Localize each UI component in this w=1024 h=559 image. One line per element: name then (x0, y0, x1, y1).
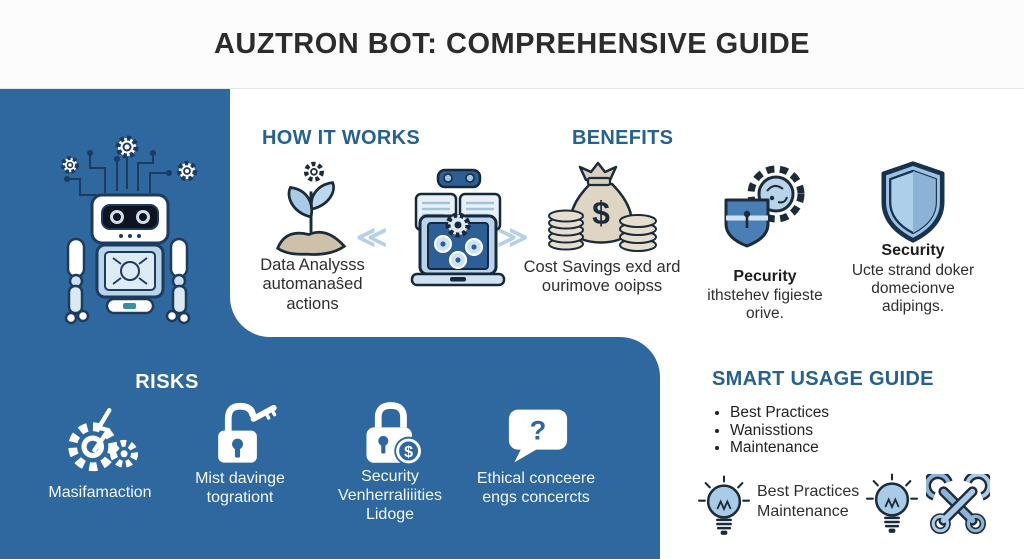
svg-text:$: $ (592, 195, 610, 231)
chevron-left-icon: ≪ (356, 221, 387, 254)
unlocked-padlock-key-icon (218, 402, 277, 463)
page-title: AUZTRON BOT: COMPREHENSIVE GUIDE (213, 27, 811, 60)
shield-icon (881, 161, 945, 243)
bullet-item: Maintenance (730, 439, 829, 457)
security-title: Security (881, 242, 945, 259)
coin-stack-left (548, 209, 584, 251)
how-it-works-caption: Data Analysss automanaŝed actions (260, 256, 365, 313)
security-caption: Ucte strand doker domecionve adipings. (851, 262, 975, 315)
risks-heading: RISKS (135, 371, 199, 393)
benefits-heading: BENEFITS (572, 127, 674, 149)
benefits-caption: Cost Savings exd ard ourimove ooipss (523, 258, 681, 296)
robot-laptop-icon (410, 168, 506, 287)
svg-text:$: $ (404, 444, 413, 461)
svg-text:?: ? (530, 415, 547, 446)
bullet-item: Best Practices (730, 404, 829, 422)
gear-icon (61, 135, 198, 182)
sprout-gear-icon (276, 161, 347, 256)
money-bags-icon: $ (548, 161, 657, 252)
smart-usage-heading: SMART USAGE GUIDE (712, 368, 934, 390)
robot-icon (61, 135, 198, 325)
smart-usage-bullet-list: Best Practices Wanisstions Maintenance (712, 404, 829, 457)
chevron-right-icon: ≫ (497, 221, 528, 254)
risk-caption-4: Ethical conceere engs concercts (476, 470, 596, 506)
bullet-item: Wanisstions (730, 422, 829, 440)
pecurity-caption: ithstehev figieste orive. (707, 287, 823, 322)
risk-caption-2: Mist davinge togrationt (195, 470, 285, 506)
pecurity-title: Pecurity (733, 268, 797, 285)
legend-text-block: Best Practices Maintenance (757, 482, 859, 522)
lightbulb-icon (865, 473, 919, 533)
risk-caption-1: Masifamaction (48, 484, 152, 501)
coin-stack-right (619, 214, 657, 252)
risk-caption-3: Security Venherraliiities Lidoge (337, 468, 443, 523)
crossed-wrenches-icon (926, 474, 990, 534)
lightbulb-icon (697, 475, 751, 535)
legend-line: Maintenance (757, 503, 849, 520)
legend-line: Best Practices (757, 483, 860, 500)
broken-gear-icon (68, 408, 138, 472)
how-it-works-heading: HOW IT WORKS (262, 127, 421, 149)
header-band: AUZTRON BOT: COMPREHENSIVE GUIDE (0, 0, 1024, 89)
padlock-dollar-icon: $ (366, 402, 423, 466)
question-bubble-icon: ? (508, 409, 568, 463)
gear-shield-icon (724, 165, 805, 248)
